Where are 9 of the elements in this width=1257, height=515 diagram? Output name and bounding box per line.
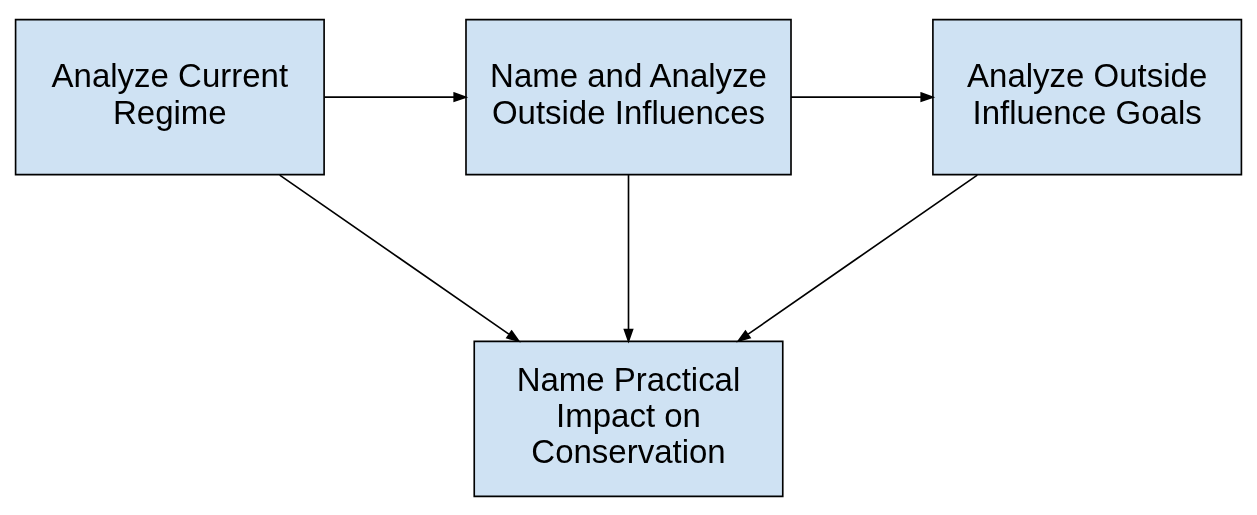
arrow (623, 173, 634, 343)
node-box: Name Practical Impact on Conservation (473, 340, 784, 497)
node-box: Name and Analyze Outside Influences (465, 18, 792, 175)
arrow (278, 173, 521, 342)
node-box: Analyze Current Regime (14, 18, 325, 175)
arrow (323, 91, 469, 102)
arrow (736, 173, 979, 342)
arrow (790, 91, 936, 102)
node-box: Analyze Outside Influence Goals (932, 18, 1243, 175)
